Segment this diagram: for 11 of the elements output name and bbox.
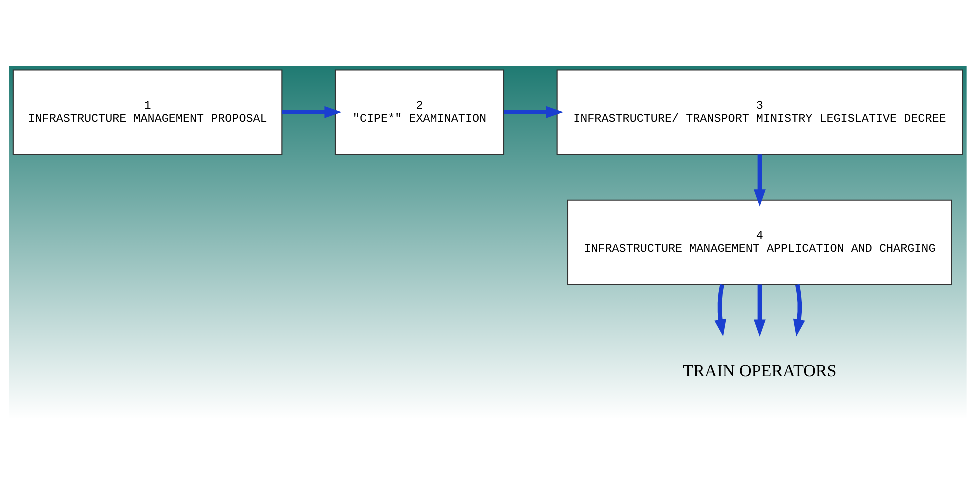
arrow xyxy=(754,284,766,336)
arrow xyxy=(793,284,806,336)
arrow xyxy=(282,106,342,118)
arrow xyxy=(504,106,564,118)
node-box: 1 INFRASTRUCTURE MANAGEMENT PROPOSAL xyxy=(12,69,283,155)
arrow xyxy=(754,154,766,206)
node-box: 4 INFRASTRUCTURE MANAGEMENT APPLICATION AND CHARGING xyxy=(567,199,952,285)
node-box: 3 INFRASTRUCTURE/ TRANSPORT MINISTRY LEGISLATIVE DECREE xyxy=(556,69,964,155)
node-text: TRAIN OPERATORS xyxy=(683,361,837,380)
arrow xyxy=(714,284,726,336)
node-box: 2 "CIPE*" EXAMINATION xyxy=(334,69,505,155)
